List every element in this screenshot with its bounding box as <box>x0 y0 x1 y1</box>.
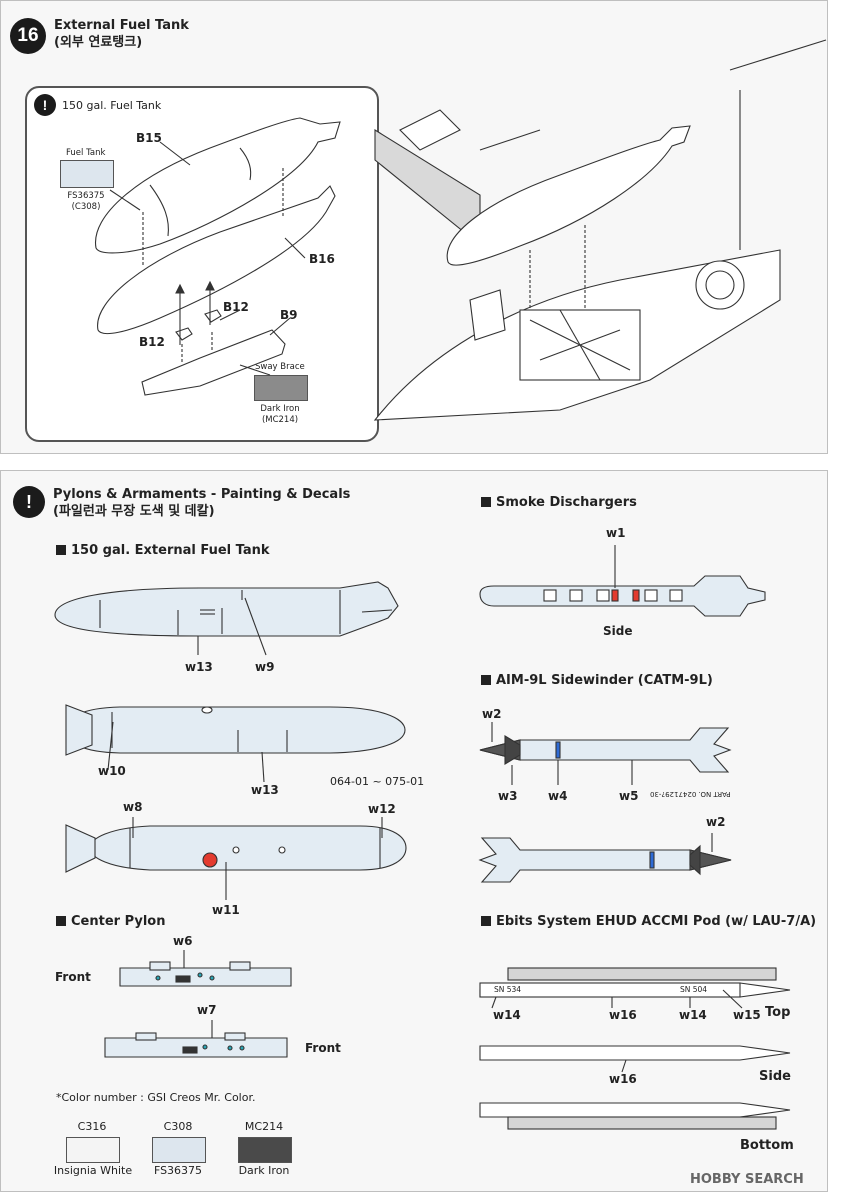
decal-w8: w8 <box>123 800 143 814</box>
painting-title: Pylons & Armaments - Painting & Decals <box>53 487 351 502</box>
swatch-code-mc214: MC214 <box>244 1120 284 1133</box>
step-number-badge: 16 <box>10 18 46 54</box>
decal-w2-top: w2 <box>706 815 726 829</box>
fuel-tank-fs-code: FS36375 <box>67 191 105 201</box>
watermark-logo: HOBBY SEARCH <box>690 1172 804 1187</box>
fuel-tank-mr-code: (C308) <box>71 202 101 212</box>
step16-title: External Fuel Tank <box>54 18 189 33</box>
swatch-dark-iron <box>238 1137 292 1163</box>
decal-w5: w5 <box>619 789 639 803</box>
sway-brace-color-name: Dark Iron <box>260 404 300 414</box>
swatch-code-c316: C316 <box>77 1120 107 1133</box>
painting-warning-icon: ! <box>13 486 45 518</box>
center-pylon-section-title: Center Pylon <box>56 914 165 929</box>
smoke-section-title: Smoke Dischargers <box>481 495 637 510</box>
decal-w11: w11 <box>212 903 240 917</box>
part-label-b15: B15 <box>136 131 162 145</box>
ebits-view-bottom: Bottom <box>740 1138 794 1153</box>
ebits-serial-2: SN 504 <box>680 985 708 994</box>
serial-range: 064-01 ~ 075-01 <box>330 775 425 788</box>
callout-title: 150 gal. Fuel Tank <box>62 99 162 112</box>
decal-w14-left: w14 <box>493 1008 521 1022</box>
decal-w7: w7 <box>197 1003 217 1017</box>
fuel-tank-section-title: 150 gal. External Fuel Tank <box>56 543 270 558</box>
step16-title-kr: (외부 연료탱크) <box>54 35 143 50</box>
ebits-view-side: Side <box>759 1069 791 1084</box>
swatch-name-dark-iron: Dark Iron <box>238 1164 290 1177</box>
decal-w13-side: w13 <box>185 660 213 674</box>
ebits-view-top: Top <box>765 1005 791 1020</box>
warning-icon: ! <box>34 94 56 116</box>
swatch-code-c308: C308 <box>163 1120 193 1133</box>
part-label-b9: B9 <box>280 308 298 322</box>
decal-w12: w12 <box>368 802 396 816</box>
decal-w2-side: w2 <box>482 707 502 721</box>
swatch-name-insignia-white: Insignia White <box>53 1164 133 1177</box>
front-label-1: Front <box>55 970 91 984</box>
decal-w16-top: w16 <box>609 1008 637 1022</box>
part-label-b12-left: B12 <box>139 335 165 349</box>
decal-w1: w1 <box>606 526 626 540</box>
decal-w3: w3 <box>498 789 518 803</box>
part-label-b16: B16 <box>309 252 335 266</box>
decal-w13-top: w13 <box>251 783 279 797</box>
decal-w14-right: w14 <box>679 1008 707 1022</box>
swatch-insignia-white <box>66 1137 120 1163</box>
fuel-tank-exploded-drawing <box>95 117 341 396</box>
painting-title-kr: (파일런과 무장 도색 및 데칼) <box>53 504 215 519</box>
aim9-section-title: AIM-9L Sidewinder (CATM-9L) <box>481 673 713 688</box>
front-label-2: Front <box>305 1041 341 1055</box>
decal-w9: w9 <box>255 660 275 674</box>
fuel-tank-color-label: Fuel Tank <box>66 148 106 158</box>
color-note: *Color number : GSI Creos Mr. Color. <box>56 1091 256 1104</box>
aim9-part-number: PART NO. 0247129?-30 <box>650 790 731 798</box>
decal-w4: w4 <box>548 789 568 803</box>
sway-brace-swatch <box>254 375 308 401</box>
decal-w15: w15 <box>733 1008 761 1022</box>
swatch-name-fs36375: FS36375 <box>153 1164 203 1177</box>
decal-w6: w6 <box>173 934 193 948</box>
fuel-tank-color-swatch <box>60 160 114 188</box>
decal-w10: w10 <box>98 764 126 778</box>
sway-brace-label: Sway Brace <box>255 362 305 372</box>
smoke-side-label: Side <box>603 624 633 638</box>
decal-w16-side: w16 <box>609 1072 637 1086</box>
part-label-b12-right: B12 <box>223 300 249 314</box>
swatch-fs36375 <box>152 1137 206 1163</box>
aircraft-underside-drawing <box>373 39 827 421</box>
sway-brace-color-code: (MC214) <box>261 415 299 425</box>
ebits-section-title: Ebits System EHUD ACCMI Pod (w/ LAU-7/A) <box>481 914 816 929</box>
ebits-serial-1: SN 534 <box>494 985 522 994</box>
